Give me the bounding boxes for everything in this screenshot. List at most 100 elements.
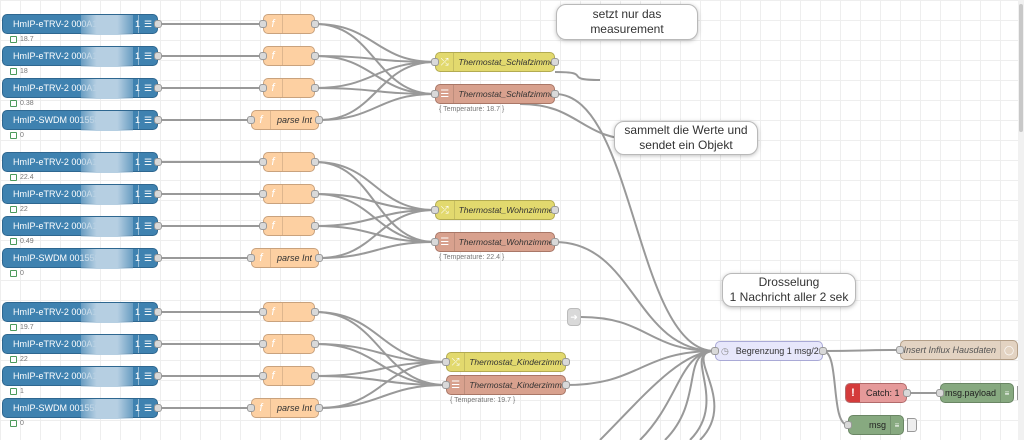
input-port[interactable] (247, 116, 255, 124)
input-port[interactable] (247, 404, 255, 412)
output-port[interactable] (154, 308, 162, 316)
output-port[interactable] (154, 116, 162, 124)
catch-node[interactable]: ! Catch: 1 (845, 383, 911, 403)
debug-toggle[interactable] (907, 418, 917, 432)
inject-node[interactable]: ➜ (567, 308, 581, 326)
input-port[interactable] (259, 308, 267, 316)
comment-measurement[interactable]: setzt nur das measurement (556, 4, 698, 40)
wire[interactable] (314, 193, 436, 243)
wire[interactable] (599, 350, 716, 440)
input-port[interactable] (431, 58, 439, 66)
output-port[interactable] (551, 90, 559, 98)
wire[interactable] (314, 193, 436, 211)
debug-node-payload[interactable]: msg.payload ≡ (936, 383, 1024, 403)
output-port[interactable] (311, 190, 319, 198)
wire[interactable] (314, 311, 447, 363)
comment-collect[interactable]: sammelt die Werte und sendet ein Objekt (614, 121, 758, 155)
vertical-scrollbar[interactable] (1018, 0, 1024, 440)
wire[interactable] (318, 241, 436, 259)
wire[interactable] (639, 350, 716, 440)
output-port[interactable] (154, 52, 162, 60)
input-port[interactable] (259, 20, 267, 28)
wire[interactable] (314, 55, 436, 95)
output-port[interactable] (551, 206, 559, 214)
input-port[interactable] (431, 90, 439, 98)
join-node[interactable]: ☰Thermostat_Schlafzimmer (431, 84, 559, 104)
output-port[interactable] (311, 308, 319, 316)
wire[interactable] (318, 93, 436, 121)
output-port[interactable] (311, 52, 319, 60)
output-port[interactable] (562, 358, 570, 366)
output-port[interactable] (311, 158, 319, 166)
wire[interactable] (314, 161, 436, 243)
input-port[interactable] (259, 52, 267, 60)
input-port[interactable] (259, 372, 267, 380)
output-port[interactable] (154, 404, 162, 412)
wire[interactable] (318, 209, 436, 259)
output-port[interactable] (154, 340, 162, 348)
output-port[interactable] (315, 116, 323, 124)
debug-node-msg[interactable]: msg ≡ (844, 415, 917, 435)
output-port[interactable] (315, 404, 323, 412)
input-port[interactable] (259, 158, 267, 166)
output-port[interactable] (154, 84, 162, 92)
comment-pointer[interactable] (554, 71, 601, 81)
input-port[interactable] (442, 381, 450, 389)
wire[interactable] (314, 61, 436, 89)
input-port[interactable] (844, 421, 852, 429)
function-node[interactable]: f (259, 152, 319, 172)
wire[interactable] (699, 350, 716, 440)
input-port[interactable] (259, 84, 267, 92)
wire[interactable] (318, 384, 447, 409)
wire[interactable] (314, 209, 436, 227)
wire[interactable] (314, 161, 436, 211)
output-port[interactable] (562, 381, 570, 389)
output-port[interactable] (551, 238, 559, 246)
wire[interactable] (314, 23, 436, 95)
switch-node[interactable]: ⤮Thermostat_Schlafzimmer (431, 52, 559, 72)
function-node[interactable]: f (259, 216, 319, 236)
input-port[interactable] (896, 346, 904, 354)
wire[interactable] (664, 350, 716, 440)
wire[interactable] (580, 316, 716, 352)
function-node[interactable]: f (259, 46, 319, 66)
output-port[interactable] (819, 347, 827, 355)
wire[interactable] (822, 349, 901, 352)
output-port[interactable] (551, 58, 559, 66)
wire[interactable] (314, 23, 436, 63)
output-port[interactable] (311, 20, 319, 28)
wire[interactable] (554, 241, 716, 352)
input-port[interactable] (259, 340, 267, 348)
output-port[interactable] (154, 158, 162, 166)
wire[interactable] (314, 55, 436, 63)
input-port[interactable] (247, 254, 255, 262)
influx-node[interactable]: Insert Influx Hausdaten ◯ (896, 340, 1018, 360)
input-port[interactable] (259, 222, 267, 230)
function-node[interactable]: f (259, 366, 319, 386)
rate-limit-node[interactable]: ◷ Begrenzung 1 msg/2s (711, 341, 827, 361)
wire[interactable] (314, 375, 447, 386)
comment-throttle[interactable]: Drosselung 1 Nachricht aller 2 sek (722, 273, 856, 307)
output-port[interactable] (311, 372, 319, 380)
wire[interactable] (314, 311, 447, 386)
function-node[interactable]: f (259, 14, 319, 34)
output-port[interactable] (154, 190, 162, 198)
function-node[interactable]: f (259, 334, 319, 354)
wire[interactable] (314, 343, 447, 386)
join-node[interactable]: ☰Thermostat_Kinderzimmer (442, 375, 570, 395)
output-port[interactable] (311, 222, 319, 230)
wire[interactable] (314, 87, 436, 95)
